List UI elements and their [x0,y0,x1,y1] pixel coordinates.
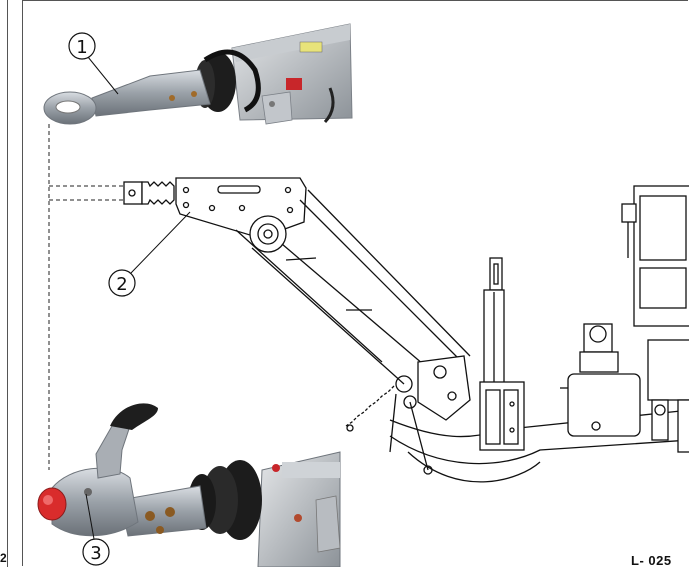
callout-1: 1 [68,32,119,95]
crane-boom-drawing [123,177,689,483]
cab-drawing [621,185,689,453]
callout-1-label: 1 [76,37,87,58]
callout-3: 3 [82,493,110,566]
figure-border [22,0,688,566]
towing-eye-photo [40,14,353,132]
dashed-guides [48,124,124,470]
callout-3-label: 3 [90,543,101,564]
page-number: 2 [0,551,7,565]
page-margin-line [7,0,8,567]
wheel-axle-drawing [479,257,641,451]
figure-reference: L- 025 [631,553,672,568]
ball-coupling-photo [37,403,341,567]
callout-2: 2 [108,211,191,297]
callout-2-label: 2 [116,274,127,295]
